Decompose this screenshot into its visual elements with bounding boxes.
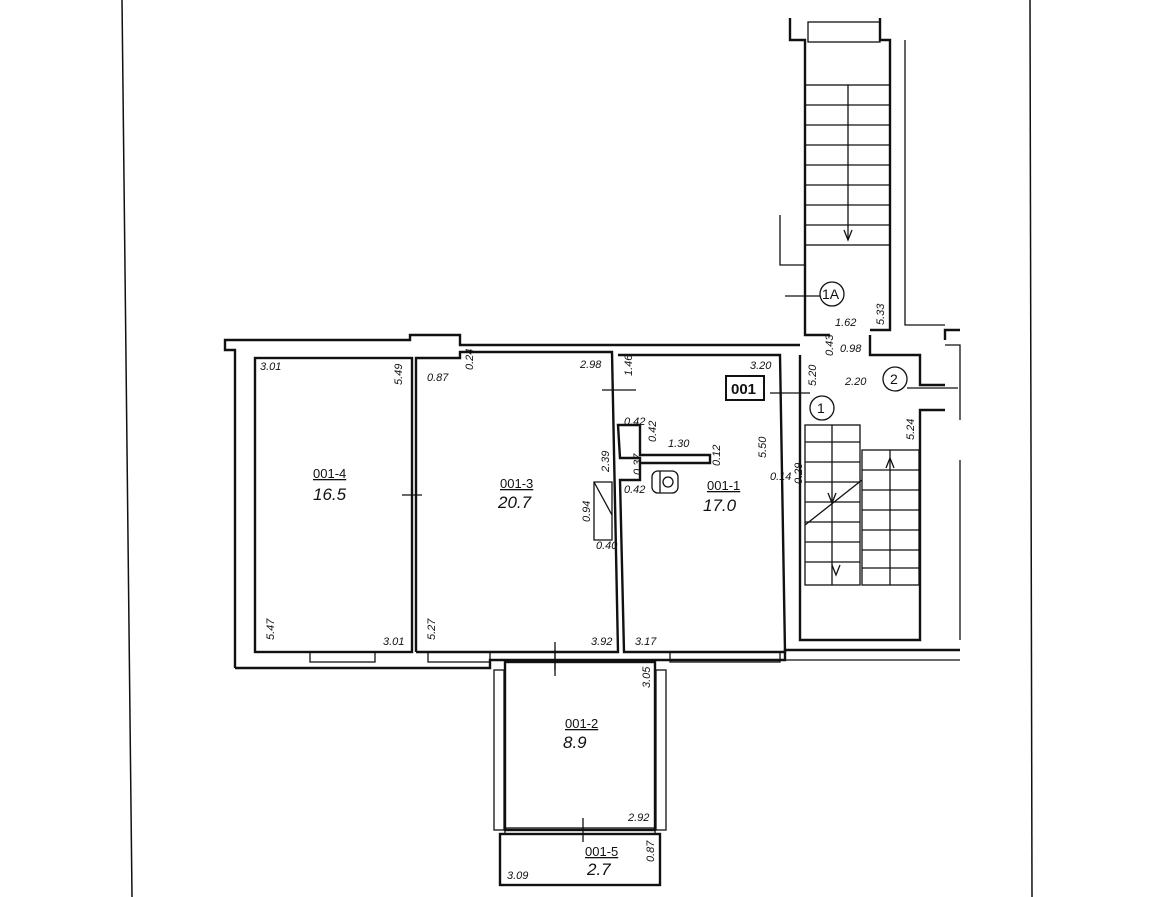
apartment-tag-box [725,375,765,401]
room-area: 16.5 [313,485,347,504]
room-001-4: 001-4 16.5 3.01 5.49 5.47 3.01 [253,356,422,663]
room-001-5: 001-5 2.7 0.87 3.09 [498,832,662,887]
frame-right [1029,0,1033,897]
dimension: 3.09 [507,870,528,882]
frame-left [121,0,133,897]
room-id: 001-3 [500,476,533,491]
marker-circle [809,395,835,421]
dimension: 0.42 [647,421,659,442]
dimension: 2.20 [844,376,867,388]
dimension: 5.50 [757,436,769,458]
dimension: 3.05 [641,666,653,688]
arrow-up-icon [885,456,895,469]
dimension: 2.98 [579,359,602,371]
dimension: 2.39 [600,451,612,473]
dimension: 5.27 [426,618,438,640]
room-area: 2.7 [586,860,611,879]
stairwell-1a: 1A 1.62 5.33 0.43 0.98 [779,18,945,356]
marker-circle [819,281,845,307]
dimension: 0.24 [464,349,476,370]
dimension: 5.20 [807,364,819,386]
room-id: 001-5 [585,844,618,859]
dimension: 1.62 [835,317,856,329]
arrow-down-icon [843,229,853,242]
outer-walls [223,333,960,670]
room-001-2: 001-2 8.9 3.05 2.92 [493,650,667,842]
arrow-down-icon [831,564,841,577]
stairwell: 1 2 5.20 2.20 5.24 [798,328,961,642]
dimension: 0.42 [624,416,645,428]
dimension: 1.30 [668,438,690,450]
dimension: 0.94 [581,501,593,522]
room-001-1: 001-1 17.0 1.46 3.20 5.50 3.17 0.42 0.42… [602,354,810,663]
stair-flight [804,84,891,246]
room-001-3: 001-3 20.7 0.87 0.24 2.98 5.27 3.92 2.39… [414,349,620,670]
dimension: 2.92 [627,812,649,824]
dimension: 5.47 [265,618,277,640]
dimension: 0.37 [632,453,644,475]
marker-circle [882,366,908,392]
dimension: 5.24 [905,419,917,440]
arrow-down-icon [827,492,837,505]
dimension: 0.98 [840,343,862,355]
room-area: 8.9 [563,733,587,752]
marker-label: 2 [890,371,898,387]
dimension: 0.43 [824,334,836,356]
dimension: 0.87 [645,840,657,862]
dimension: 3.92 [591,636,612,648]
dimension: 5.33 [875,303,887,325]
dimension: 0.87 [427,372,449,384]
dimension: 0.42 [624,484,645,496]
dimension: 3.20 [750,360,772,372]
dimension: 0.14 [770,471,791,483]
dimension: 0.40 [596,540,618,552]
room-id: 001-1 [707,478,740,493]
dimension: 0.12 [711,445,723,466]
room-area: 20.7 [497,493,532,512]
dimension: 3.01 [260,361,281,373]
room-area: 17.0 [703,496,737,515]
marker-label: 1A [822,286,840,302]
dimension: 3.01 [383,636,404,648]
room-id: 001-4 [313,466,346,481]
dimension: 1.46 [623,354,635,376]
marker-label: 1 [817,400,825,416]
dimension: 3.17 [635,636,657,648]
stair-flight [804,424,920,586]
room-id: 001-2 [565,716,598,731]
dimension: 5.49 [393,364,405,385]
apartment-tag: 001 [731,381,756,398]
